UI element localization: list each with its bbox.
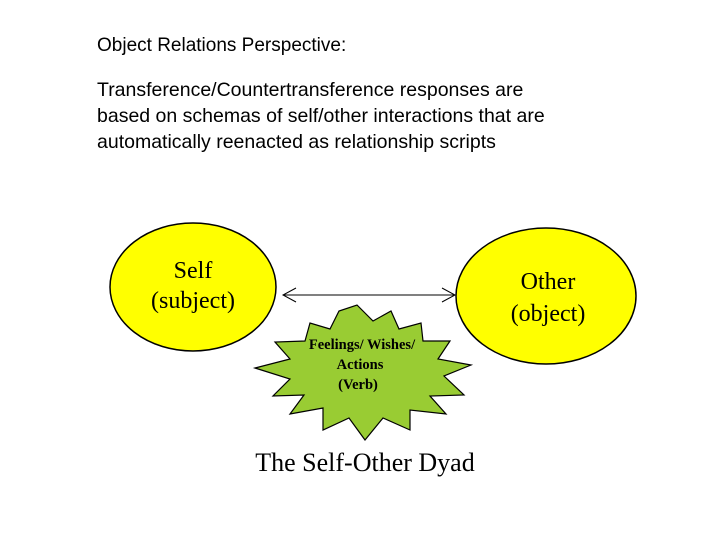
diagram-caption: The Self-Other Dyad [255,448,475,477]
verb-node: Feelings/ Wishes/ Actions (Verb) [252,304,474,441]
self-label: Self [174,258,213,284]
verb-starburst [252,304,474,441]
verb-label-2: Actions [337,357,384,373]
other-node: Other (object) [455,227,637,365]
other-ellipse [455,227,637,365]
body-line: based on schemas of self/other interacti… [97,105,545,127]
other-label: Other [521,269,576,295]
self-node: Self (subject) [109,222,277,352]
body-line: Transference/Countertransference respons… [97,79,524,101]
verb-label-3: (Verb) [338,377,378,393]
slide-body-text: Transference/Countertransference respons… [97,77,677,155]
self-sublabel: (subject) [151,288,235,314]
slide-heading: Object Relations Perspective: [97,35,347,56]
self-ellipse [109,222,277,352]
double-arrow [281,287,457,303]
other-sublabel: (object) [511,301,586,327]
body-line: automatically reenacted as relationship … [97,131,496,153]
verb-label-1: Feelings/ Wishes/ [309,337,416,353]
